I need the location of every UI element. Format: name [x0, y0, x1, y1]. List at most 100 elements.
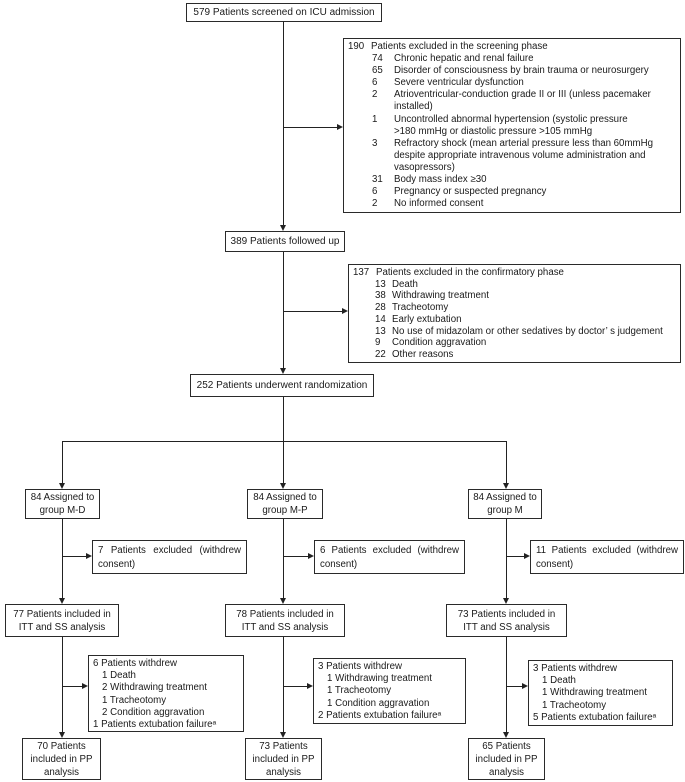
- arrowhead-down: [59, 598, 65, 604]
- arrowhead-down: [280, 483, 286, 489]
- itt-mp-line1: 78 Patients included in: [236, 608, 334, 620]
- withdrew-consent-md-text: 7 Patients excluded (withdrew consent): [98, 545, 241, 570]
- assigned-m-line1: 84 Assigned to: [473, 492, 537, 503]
- arrowhead-down: [59, 732, 65, 738]
- withdrawn-md-title: 6 Patients withdrew: [93, 658, 177, 669]
- exclusion-item: 2 No informed consent: [372, 198, 484, 210]
- connector-spine-2: [283, 252, 284, 368]
- box-randomized: 252 Patients underwent randomization: [190, 374, 374, 397]
- pp-mp-line3: analysis: [266, 766, 301, 778]
- box-assigned-mp: 84 Assigned to group M-P: [247, 489, 323, 519]
- arrowhead-down: [503, 732, 509, 738]
- withdrawn-item: 1 Tracheotomy: [102, 694, 167, 706]
- exclusion-item: 3 Refractory shock (mean arterial pressu…: [372, 137, 653, 173]
- arrowhead-down: [503, 598, 509, 604]
- withdrawn-item: 2 Withdrawing treatment: [102, 682, 207, 694]
- connector-m-to-itt: [506, 519, 507, 598]
- withdrawn-item: 1 Withdrawing treatment: [542, 687, 647, 699]
- randomized-text: 252 Patients underwent randomization: [196, 380, 368, 391]
- arrowhead-right: [524, 553, 530, 559]
- box-withdrawn-mp: 3 Patients withdrew 1 Withdrawing treatm…: [313, 658, 466, 724]
- arrowhead-right: [337, 124, 343, 130]
- excluded-confirmatory-header: 137 Patients excluded in the confirmator…: [353, 267, 676, 279]
- box-assigned-md: 84 Assigned to group M-D: [25, 489, 100, 519]
- arrowhead-down: [59, 483, 65, 489]
- exclusion-item: 14 Early extubation: [375, 313, 462, 325]
- connector-m-withdrew-consent: [506, 556, 524, 557]
- box-withdrawn-m: 3 Patients withdrew 1 Death 1 Withdrawin…: [528, 660, 673, 726]
- connector-m-to-pp: [506, 637, 507, 732]
- withdrawn-item: 1 Death: [542, 675, 576, 687]
- exclusion-item: 1 Uncontrolled abnormal hypertension (sy…: [372, 113, 628, 137]
- excluded-confirmatory-title: Patients excluded in the confirmatory ph…: [376, 267, 564, 278]
- arrowhead-right: [308, 553, 314, 559]
- pp-m-line2: included in PP: [475, 753, 538, 765]
- connector-spine-1: [283, 21, 284, 225]
- box-pp-m: 65 Patients included in PP analysis: [468, 738, 545, 780]
- exclusion-item: 28 Tracheotomy: [375, 302, 449, 314]
- exclusion-item: 31 Body mass index ≥30: [372, 174, 487, 186]
- excluded-screening-title: Patients excluded in the screening phase: [371, 41, 548, 52]
- itt-m-line2: ITT and SS analysis: [463, 621, 550, 633]
- withdrew-consent-m-text: 11 Patients excluded (withdrew consent): [536, 545, 678, 570]
- pp-m-line3: analysis: [489, 766, 524, 778]
- connector-spine-3: [283, 397, 284, 441]
- exclusion-item: 6 Severe ventricular dysfunction: [372, 77, 524, 89]
- excluded-screening-header: 190 Patients excluded in the screening p…: [348, 41, 676, 53]
- excluded-screening-count: 190: [348, 41, 365, 52]
- followed-up-text: 389 Patients followed up: [230, 236, 340, 247]
- box-itt-m: 73 Patients included in ITT and SS analy…: [446, 604, 567, 637]
- itt-md-line2: ITT and SS analysis: [18, 621, 106, 633]
- box-screened: 579 Patients screened on ICU admission: [186, 3, 382, 22]
- withdrawn-mp-title: 3 Patients withdrew: [318, 661, 402, 672]
- itt-mp-line2: ITT and SS analysis: [241, 621, 329, 633]
- connector-md-to-pp: [62, 637, 63, 732]
- excluded-confirmatory-count: 137: [353, 267, 370, 278]
- exclusion-item: 13 Death: [375, 278, 418, 290]
- assigned-m-line2: group M: [487, 505, 523, 516]
- box-followed-up: 389 Patients followed up: [225, 231, 345, 252]
- connector-mp-withdrew-consent: [283, 556, 308, 557]
- box-pp-mp: 73 Patients included in PP analysis: [245, 738, 322, 780]
- connector-to-assigned-md: [62, 441, 63, 483]
- exclusion-item: 65 Disorder of consciousness by brain tr…: [372, 65, 649, 77]
- connector-to-assigned-m: [506, 441, 507, 483]
- exclusion-item: 22 Other reasons: [375, 348, 454, 360]
- connector-branch-split: [62, 441, 507, 442]
- pp-mp-line2: included in PP: [252, 753, 315, 765]
- connector-mp-withdrawn: [283, 686, 307, 687]
- assigned-mp-line2: group M-P: [262, 505, 308, 516]
- arrowhead-right: [86, 553, 92, 559]
- box-pp-md: 70 Patients included in PP analysis: [22, 738, 101, 780]
- assigned-mp-line1: 84 Assigned to: [253, 492, 317, 503]
- arrowhead-down: [280, 598, 286, 604]
- itt-m-line1: 73 Patients included in: [457, 608, 556, 620]
- box-withdrawn-md: 6 Patients withdrew 1 Death 2 Withdrawin…: [88, 655, 244, 732]
- withdrawn-item: 2 Condition aggravation: [102, 706, 205, 718]
- arrowhead-down: [280, 732, 286, 738]
- withdrawn-mp-footer: 2 Patients extubation failureᵃ: [318, 709, 442, 721]
- connector-mp-to-itt: [283, 519, 284, 598]
- withdrawn-item: 1 Tracheotomy: [542, 699, 607, 711]
- pp-m-line1: 65 Patients: [482, 740, 531, 752]
- withdrawn-m-footer: 5 Patients extubation failureᵃ: [533, 711, 657, 723]
- pp-md-line1: 70 Patients: [37, 740, 86, 752]
- connector-excl-confirmatory: [283, 311, 342, 312]
- exclusion-item: 6 Pregnancy or suspected pregnancy: [372, 186, 547, 198]
- exclusion-item: 38 Withdrawing treatment: [375, 290, 489, 302]
- arrowhead-down: [280, 368, 286, 374]
- pp-md-line2: included in PP: [30, 753, 93, 765]
- arrowhead-right: [522, 683, 528, 689]
- connector-mp-to-pp: [283, 637, 284, 732]
- exclusion-item: 13 No use of midazolam or other sedative…: [375, 325, 663, 337]
- withdrawn-m-title: 3 Patients withdrew: [533, 663, 617, 674]
- connector-to-assigned-mp: [283, 441, 284, 483]
- exclusion-item: 2 Atrioventricular-conduction grade II o…: [372, 89, 651, 113]
- connector-md-to-itt: [62, 519, 63, 598]
- connector-m-withdrawn: [506, 686, 522, 687]
- arrowhead-right: [82, 683, 88, 689]
- arrowhead-down: [280, 225, 286, 231]
- pp-md-line3: analysis: [44, 766, 79, 778]
- itt-md-line1: 77 Patients included in: [13, 608, 111, 620]
